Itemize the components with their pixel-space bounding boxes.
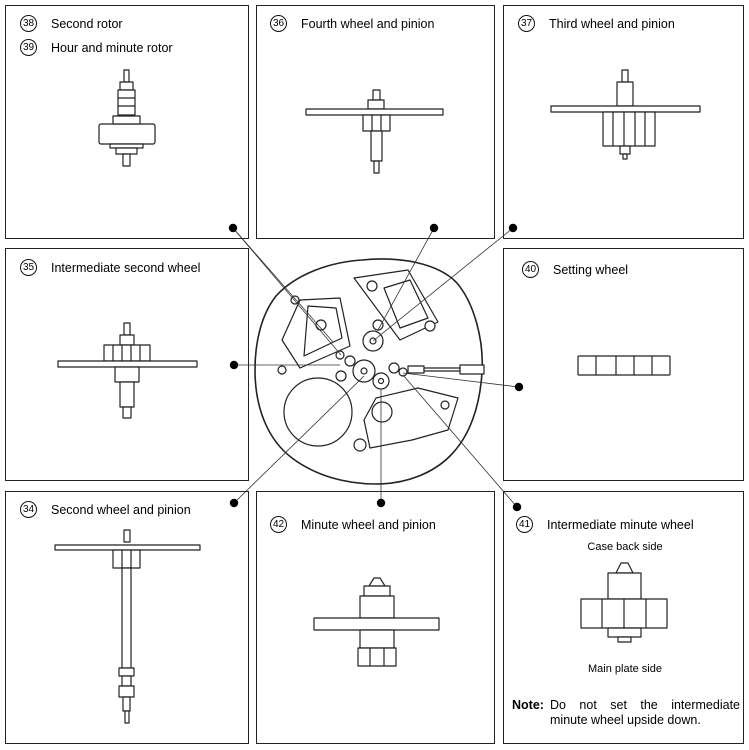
part-number-badge: 42 [270, 516, 287, 533]
intermediate-second-wheel-drawing [57, 322, 198, 419]
note: Note: Do not set the intermediate minute… [512, 698, 740, 728]
part-label: Setting wheel [553, 262, 629, 277]
second-wheel-drawing [54, 529, 201, 724]
part-number-badge: 38 [20, 15, 37, 32]
part-number-badge: 35 [20, 259, 37, 276]
part-number-badge: 34 [20, 501, 37, 518]
part-label: Second rotor [51, 16, 123, 31]
second-rotor-drawing [98, 69, 156, 167]
third-wheel-drawing [550, 69, 701, 160]
part-label: Intermediate second wheel [51, 260, 201, 275]
title-minute-wheel: 42 Minute wheel and pinion [270, 516, 436, 533]
part-number-badge: 41 [516, 516, 533, 533]
part-number-badge: 37 [518, 15, 535, 32]
movement-plate-drawing [254, 258, 485, 485]
part-number-badge: 39 [20, 39, 37, 56]
title-second-wheel: 34 Second wheel and pinion [20, 501, 191, 518]
part-number-badge: 36 [270, 15, 287, 32]
part-label: Third wheel and pinion [549, 16, 675, 31]
title-second-rotor: 38 Second rotor [20, 15, 123, 32]
part-label: Fourth wheel and pinion [301, 16, 435, 31]
minute-wheel-drawing [313, 577, 440, 667]
note-line-1: Do not set the intermediate [550, 698, 740, 712]
title-third-wheel: 37 Third wheel and pinion [518, 15, 675, 32]
fourth-wheel-drawing [305, 89, 444, 174]
part-label: Minute wheel and pinion [301, 517, 436, 532]
part-label: Second wheel and pinion [51, 502, 191, 517]
leader-dots [228, 223, 524, 512]
title-hour-minute-rotor: 39 Hour and minute rotor [20, 39, 173, 56]
note-label: Note: [512, 698, 544, 712]
setting-wheel-drawing [577, 355, 671, 376]
title-fourth-wheel: 36 Fourth wheel and pinion [270, 15, 434, 32]
part-label: Intermediate minute wheel [547, 517, 694, 532]
title-setting-wheel: 40 Setting wheel [522, 261, 628, 278]
caption-case-back-side: Case back side [587, 541, 663, 553]
leader-lines [232, 227, 520, 508]
title-intermediate-second-wheel: 35 Intermediate second wheel [20, 259, 200, 276]
caption-main-plate-side: Main plate side [588, 663, 662, 675]
part-label: Hour and minute rotor [51, 40, 173, 55]
note-line-2: minute wheel upside down. [550, 713, 701, 727]
title-intermediate-minute-wheel: 41 Intermediate minute wheel [516, 516, 694, 533]
part-number-badge: 40 [522, 261, 539, 278]
intermediate-minute-wheel-drawing [580, 562, 668, 643]
